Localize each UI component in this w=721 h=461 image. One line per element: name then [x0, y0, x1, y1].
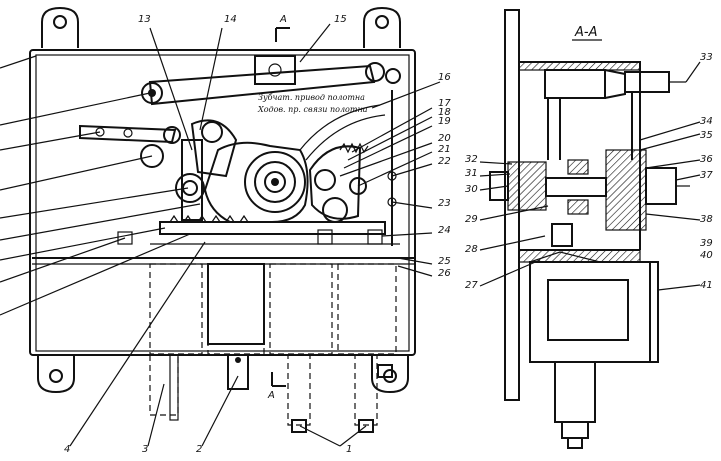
svg-text:А: А [279, 14, 287, 25]
label-17: 17 [438, 98, 451, 109]
handwritten-note-1: Зубчат. привод полотна [258, 93, 365, 102]
label-22: 22 [438, 156, 451, 167]
label-37: 37 [700, 170, 713, 181]
cam-lever [190, 119, 238, 178]
gear-cover [203, 141, 309, 223]
label-23: 23 [438, 198, 451, 209]
label-32: 32 [465, 154, 478, 165]
central-shaft [489, 149, 690, 231]
main-gear [244, 151, 306, 213]
label-41: 41 [700, 280, 713, 291]
leader-lines-bottom [69, 241, 367, 447]
label-2: 2 [196, 444, 202, 455]
label-20: 20 [438, 133, 451, 144]
label-1: 1 [346, 444, 352, 455]
section-view: А-А [465, 9, 713, 449]
mounting-ear-bottom-left [37, 355, 75, 394]
label-25: 25 [438, 256, 451, 267]
label-19: 19 [438, 116, 451, 127]
leader-lines-top [149, 23, 441, 277]
sector-gear [308, 145, 362, 220]
link-bar [79, 124, 177, 144]
label-16: 16 [438, 72, 451, 83]
left-pinion [175, 173, 205, 203]
mounting-ear-top-left [41, 6, 79, 48]
label-35: 35 [700, 130, 713, 141]
section-motor [529, 251, 659, 363]
label-4: 4 [64, 444, 70, 455]
mounting-ear-top-right [363, 6, 401, 48]
label-34: 34 [700, 116, 713, 127]
pinion-bracket [181, 139, 203, 221]
label-30: 30 [465, 184, 478, 195]
label-40: 40 [700, 250, 713, 261]
spring-arc [299, 104, 381, 151]
section-mark-bottom: А [267, 372, 286, 401]
housing-outline [29, 49, 416, 356]
label-36: 36 [700, 154, 713, 165]
label-39: 39 [700, 238, 713, 249]
section-leader-lines [479, 121, 701, 291]
label-27: 27 [465, 280, 478, 291]
coil-spring [339, 142, 369, 154]
solenoid [207, 263, 265, 345]
label-21: 21 [438, 144, 451, 155]
label-15: 15 [334, 14, 347, 25]
knob [140, 144, 164, 168]
label-31: 31 [465, 168, 478, 179]
front-view: Зубчат. привод полотна Ходов. пр. связи … [0, 6, 451, 455]
handwritten-note-2: Ходов. пр. связи полотна [257, 105, 368, 114]
bottom-shafts [149, 354, 393, 433]
top-cylinder [544, 69, 686, 99]
housing-inner [35, 54, 410, 352]
rack [159, 214, 386, 235]
dashed-modules [149, 263, 397, 355]
label-29: 29 [465, 214, 478, 225]
label-24: 24 [438, 225, 451, 236]
section-title: А-А [574, 25, 597, 40]
label-33: 33 [700, 52, 713, 63]
leader-lines-left [0, 55, 201, 316]
label-28: 28 [465, 244, 478, 255]
svg-text:А: А [267, 390, 275, 401]
label-26: 26 [438, 268, 451, 279]
label-13: 13 [138, 14, 151, 25]
section-mark-top: А [275, 14, 290, 42]
top-bracket [254, 55, 296, 85]
label-14: 14 [224, 14, 237, 25]
label-3: 3 [142, 444, 148, 455]
label-18: 18 [438, 107, 451, 118]
label-38: 38 [700, 214, 713, 225]
